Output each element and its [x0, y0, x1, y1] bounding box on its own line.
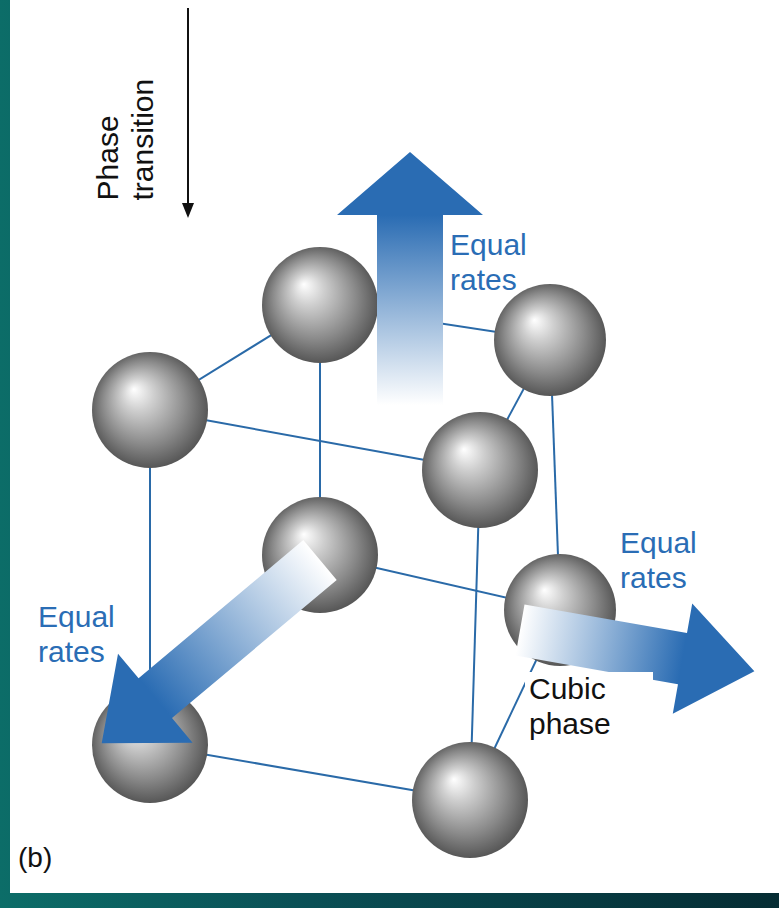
- atoms: [92, 247, 616, 858]
- rate-label: Equal rates: [38, 600, 148, 669]
- arrow-body: [64, 516, 357, 788]
- phase-arrow: [182, 8, 194, 218]
- axis-label: Phase transition: [90, 10, 159, 200]
- atom: [412, 742, 528, 858]
- atom: [422, 412, 538, 528]
- panel-letter: (b): [18, 842, 98, 874]
- atom: [262, 247, 378, 363]
- cube-edges: [150, 305, 560, 800]
- rate-arrow: [64, 516, 357, 788]
- arrow-head: [182, 203, 194, 218]
- rate-label: Equal rates: [620, 526, 730, 595]
- rate-label: Equal rates: [450, 228, 560, 297]
- atom: [494, 284, 606, 396]
- atom: [92, 352, 208, 468]
- arrow-line: [187, 8, 189, 205]
- phase-label: Cubic phase: [525, 672, 653, 741]
